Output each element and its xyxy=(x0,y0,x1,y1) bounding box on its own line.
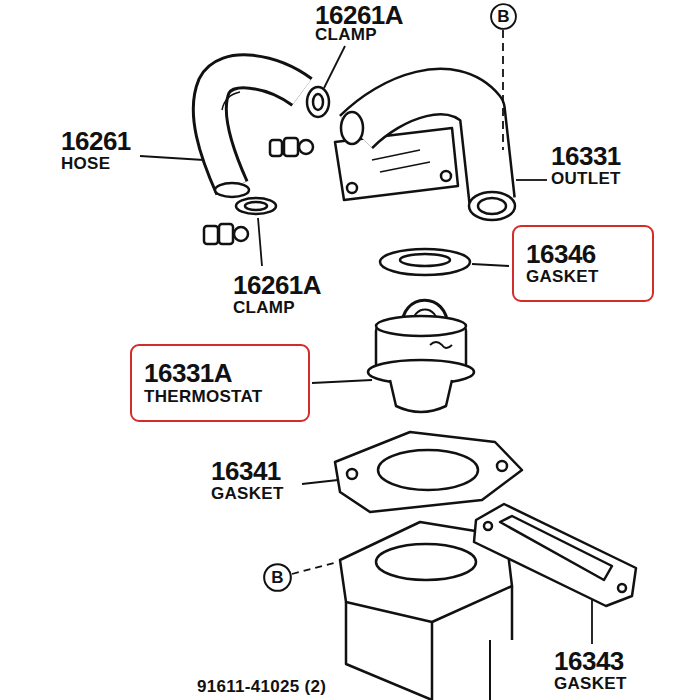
reference-circle: B xyxy=(263,563,292,592)
leader-line xyxy=(472,264,509,266)
clamp-bolt xyxy=(204,226,218,244)
callout-box: 16331ATHERMOSTAT xyxy=(130,344,310,422)
leader-line xyxy=(302,480,338,484)
bolt-part-number: 91611-41025 (2) xyxy=(196,678,327,696)
part-name: CLAMP xyxy=(314,26,378,44)
outlet-spout xyxy=(469,192,515,220)
reference-letter: B xyxy=(271,569,283,587)
reference-circle: B xyxy=(490,3,517,30)
hose-clamp xyxy=(236,198,276,214)
leader-line xyxy=(258,218,262,266)
leader-line xyxy=(516,179,547,181)
callout-box: 16346GASKET xyxy=(512,225,654,302)
leader-line xyxy=(140,156,204,160)
ring-gasket xyxy=(380,249,470,275)
part-number: 16261 xyxy=(60,128,132,155)
part-name: HOSE xyxy=(60,155,111,173)
part-name: GASKET xyxy=(526,268,599,286)
hose xyxy=(210,71,302,188)
leader-line xyxy=(312,380,372,383)
outlet-inlet xyxy=(341,112,363,144)
part-name: GASKET xyxy=(210,485,285,503)
clamp-bolt xyxy=(270,140,282,156)
leader-line xyxy=(324,46,345,88)
thermostat-cup xyxy=(390,380,452,412)
part-number: 16346 xyxy=(526,241,596,268)
part-number: 16261A xyxy=(232,272,322,299)
part-name: GASKET xyxy=(553,675,628,693)
side-gasket xyxy=(474,504,636,606)
reference-letter: B xyxy=(497,8,509,26)
dashed-reference xyxy=(292,562,338,574)
part-name: CLAMP xyxy=(232,299,296,317)
part-number: 16343 xyxy=(553,648,625,675)
part-number: 16331A xyxy=(144,360,232,387)
hose-end xyxy=(215,183,249,197)
part-number: 16341 xyxy=(210,458,282,485)
part-number: 16331 xyxy=(550,143,622,170)
leader-line xyxy=(591,600,593,644)
hose-clamp xyxy=(307,87,329,117)
part-name: OUTLET xyxy=(550,170,622,188)
flange-gasket xyxy=(335,432,522,512)
dashed-reference xyxy=(502,30,504,150)
part-name: THERMOSTAT xyxy=(144,388,263,406)
